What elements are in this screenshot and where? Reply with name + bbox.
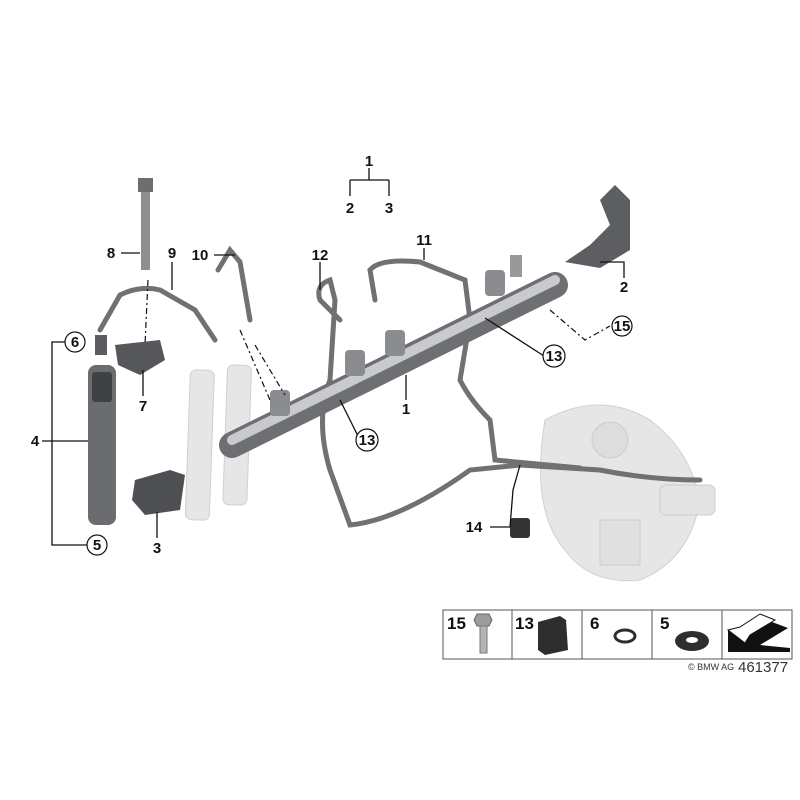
diagram-number: 461377 [738,659,788,676]
fuel-rail [219,255,568,458]
holder [510,518,530,538]
callout-13-right: 13 [546,348,563,365]
callout-3: 3 [385,200,393,217]
callout-8: 8 [107,245,115,262]
callout-2-sensor: 2 [620,279,628,296]
legend-number-5: 5 [660,614,669,633]
callout-4: 4 [31,433,40,450]
callout-3-sensor: 3 [153,540,161,557]
callout-13-left: 13 [359,432,376,449]
rubber-grommet-icon [538,616,568,655]
leader-lines [42,168,625,546]
clamp [115,340,165,375]
copyright: © BMW AG [688,662,734,672]
bolt [138,178,153,270]
direction-arrow-icon [726,613,790,652]
callout-12: 12 [312,247,329,264]
callout-9: 9 [168,245,176,262]
o-ring-icon [613,628,637,644]
callout-6: 6 [71,334,79,351]
callout-7: 7 [139,398,147,415]
bolt-icon [473,613,493,654]
callout-2: 2 [346,200,354,217]
callout-1-rail: 1 [402,401,410,418]
callout-11: 11 [416,232,432,249]
callout-14: 14 [466,519,483,536]
washer-icon [675,631,709,651]
legend-number-6: 6 [590,614,599,633]
legend-number-15: 15 [447,614,466,633]
legend-number-13: 13 [515,614,534,633]
sensor [132,470,185,515]
callout-5: 5 [93,537,101,554]
pressure-sensor [565,185,630,268]
callout-10: 10 [192,247,209,264]
callout-1: 1 [365,153,373,170]
legend: 15 13 6 5 [442,609,793,660]
callout-15: 15 [614,318,631,335]
high-pressure-pump [540,404,716,582]
injector [88,335,116,525]
